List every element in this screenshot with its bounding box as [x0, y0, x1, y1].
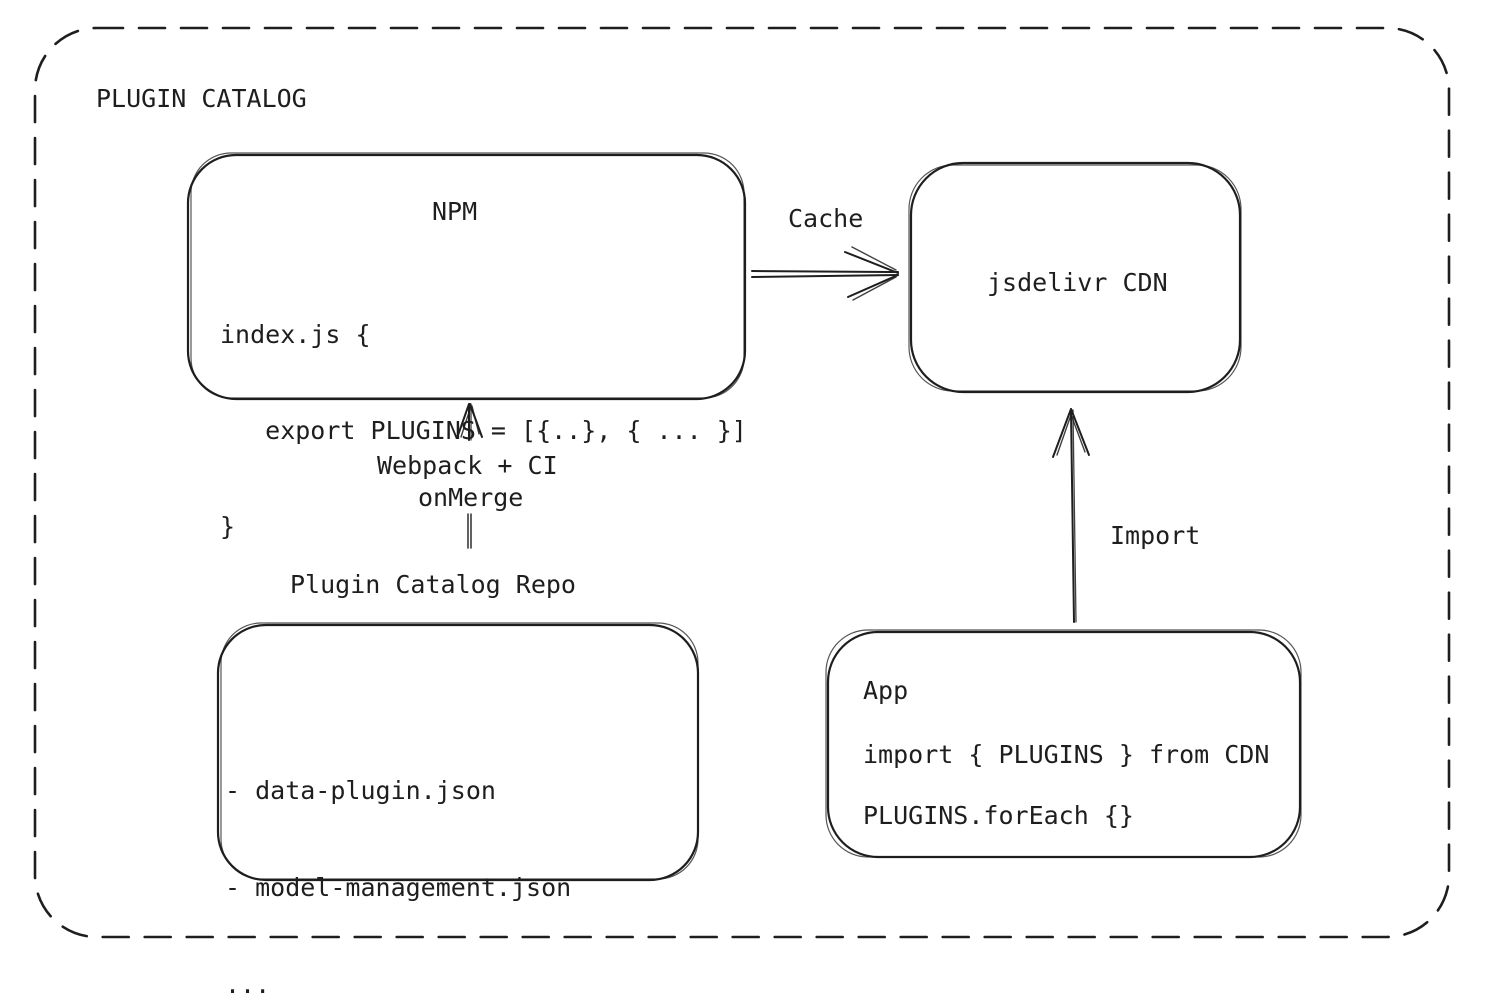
npm-code-line: }	[220, 512, 236, 541]
repo-file-item: - data-plugin.json	[225, 776, 496, 805]
build-arrow-label-line1: Webpack + CI	[377, 451, 558, 480]
npm-box	[186, 152, 747, 401]
repo-file-list: - data-plugin.json - model-management.js…	[225, 710, 571, 1002]
repo-box-title: Plugin Catalog Repo	[290, 570, 576, 599]
repo-file-item: ...	[225, 970, 271, 999]
app-box-title: App	[863, 676, 909, 705]
cdn-box	[908, 161, 1242, 394]
plugin-catalog-container-border	[33, 26, 1451, 939]
app-box	[825, 629, 1302, 859]
app-code-line: import { PLUGINS } from CDN	[863, 740, 1270, 769]
app-code-line: PLUGINS.forEach {}	[863, 801, 1134, 830]
build-connector-line	[467, 513, 472, 549]
cache-arrow-label: Cache	[788, 204, 864, 233]
repo-file-item: - model-management.json	[225, 873, 572, 902]
cdn-box-label: jsdelivr CDN	[987, 268, 1168, 297]
npm-code-block: index.js { export PLUGINS = [{..}, { ...…	[220, 255, 747, 607]
plugin-catalog-title: PLUGIN CATALOG	[96, 84, 307, 113]
import-arrow-label: Import	[1110, 521, 1201, 550]
build-arrow-label-line2: onMerge	[418, 483, 524, 512]
npm-code-line: export PLUGINS = [{..}, { ... }]	[220, 416, 747, 445]
npm-code-line: index.js {	[220, 320, 371, 349]
npm-box-title: NPM	[432, 197, 478, 226]
cache-arrow	[751, 246, 899, 301]
build-arrow	[456, 403, 483, 441]
import-arrow	[1052, 408, 1090, 623]
repo-box	[216, 622, 700, 882]
